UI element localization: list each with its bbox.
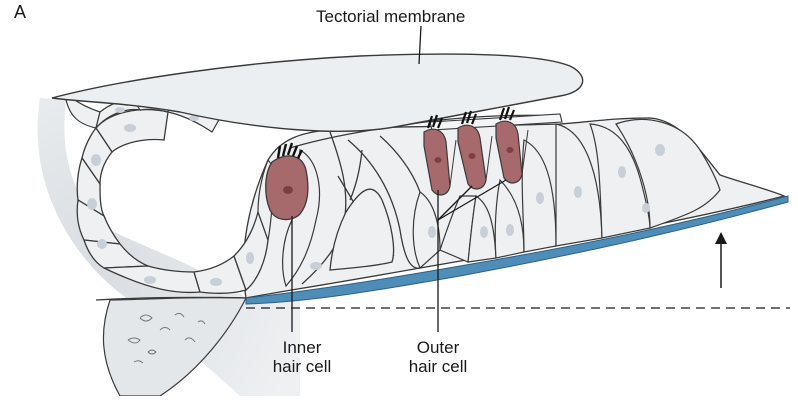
outer-hair-cell-label: Outer hair cell [398, 338, 478, 376]
outer-hair-cell-label-line2: hair cell [398, 357, 478, 376]
outer-hair-cell-label-line1: Outer [398, 338, 478, 357]
panel-label: A [14, 3, 26, 22]
tectorial-membrane-label: Tectorial membrane [316, 7, 465, 26]
inner-hair-cell-label-line2: hair cell [262, 357, 342, 376]
inner-hair-cell-label: Inner hair cell [262, 338, 342, 376]
inner-hair-cell-label-line1: Inner [262, 338, 342, 357]
arrow-up-icon [715, 232, 727, 288]
